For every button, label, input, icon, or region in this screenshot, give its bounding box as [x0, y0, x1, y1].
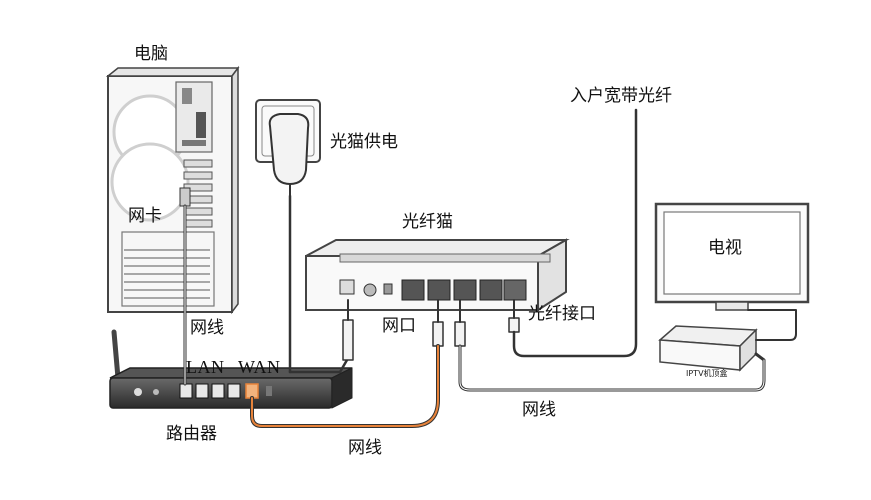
modem-power-jack — [339, 279, 355, 295]
label-modem-power: 光猫供电 — [330, 132, 398, 152]
label-fiber-modem: 光纤猫 — [402, 212, 453, 232]
router-wan-port — [245, 383, 259, 399]
fiber-modem — [305, 238, 570, 312]
modem-fiber-port — [503, 279, 527, 301]
modem-lan-plug-2 — [454, 321, 466, 347]
computer-tower — [105, 65, 240, 315]
tower-side — [231, 65, 239, 315]
label-stb: IPTV机顶盒 — [686, 369, 728, 378]
label-cable-pc-router: 网线 — [190, 318, 224, 338]
router-antenna — [111, 329, 121, 381]
label-fiber-port: 光纤接口 — [528, 304, 596, 324]
label-wan: WAN — [238, 357, 281, 377]
label-nic: 网卡 — [128, 206, 162, 226]
label-router: 路由器 — [166, 424, 217, 444]
cables — [183, 108, 797, 428]
modem-lan-plug-1 — [432, 321, 444, 347]
io-port-3 — [182, 140, 206, 146]
modem-button — [363, 283, 377, 297]
television — [654, 202, 810, 311]
label-cable-router-modem: 网线 — [348, 438, 382, 458]
tv-screen — [663, 211, 801, 295]
expansion-slots — [183, 159, 213, 228]
io-port-2 — [196, 112, 206, 138]
io-port-1 — [182, 88, 192, 104]
fiber-plug — [508, 317, 520, 333]
iptv-set-top-box — [658, 325, 758, 372]
nic-plug — [179, 187, 191, 207]
label-cable-modem-stb: 网线 — [522, 400, 556, 420]
label-lan: LAN — [186, 357, 225, 377]
tower-vents — [124, 249, 210, 299]
router-power-jack — [134, 388, 142, 396]
label-incoming-fiber: 入户宽带光纤 — [570, 86, 672, 106]
power-adapter — [268, 113, 310, 196]
tower-top — [105, 67, 240, 77]
label-lan-port-modem: 网口 — [382, 316, 416, 336]
cable-stb-tv — [747, 309, 797, 341]
modem-power-plug — [342, 319, 354, 361]
tv-stand — [715, 301, 749, 311]
label-computer: 电脑 — [134, 44, 168, 64]
router — [109, 329, 353, 409]
modem-lan-ports — [401, 279, 503, 301]
cable-incoming-fiber — [512, 108, 638, 358]
fan-bottom — [110, 142, 190, 222]
label-tv: 电视 — [708, 238, 742, 258]
router-lan-ports — [179, 383, 241, 399]
